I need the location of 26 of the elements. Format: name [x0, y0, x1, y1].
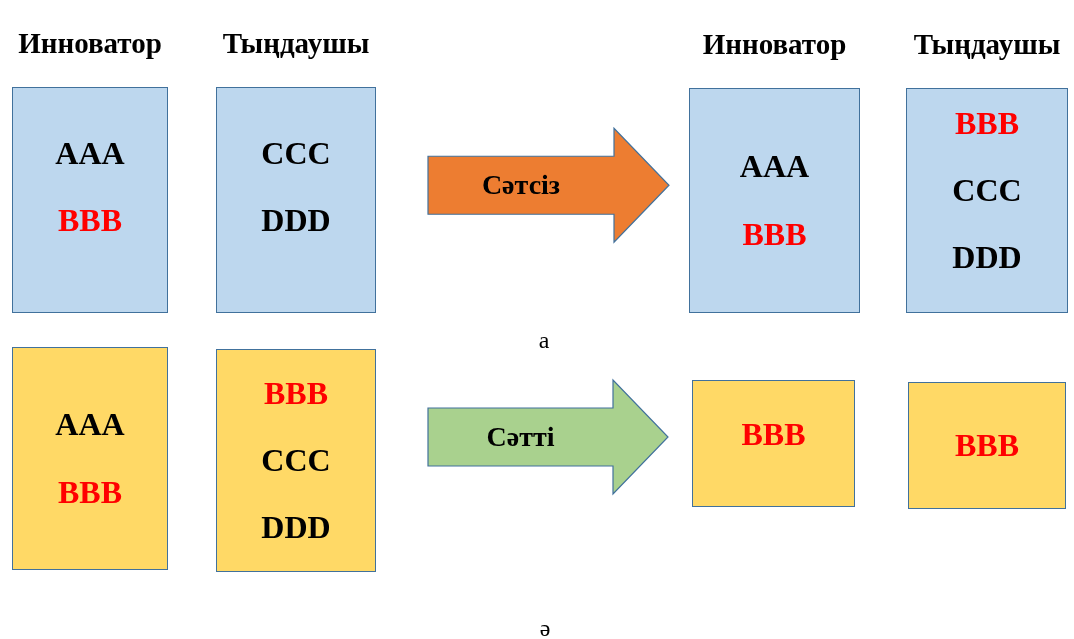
panel-label: ә	[539, 614, 551, 639]
item-text: BBB	[58, 474, 122, 510]
item-text: DDD	[261, 203, 331, 239]
column-heading: Тыңдаушы	[913, 26, 1061, 62]
block-arrow	[427, 126, 670, 244]
item-text: DDD	[261, 510, 331, 546]
column-heading: Инноватор	[702, 26, 847, 62]
column-heading: Инноватор	[18, 25, 162, 61]
item-text: BBB	[955, 105, 1019, 141]
item-text: BBB	[741, 416, 806, 453]
item-text: AAA	[739, 149, 810, 185]
block-arrow	[427, 378, 669, 496]
item-text: CCC	[261, 135, 331, 171]
item-text: BBB	[58, 203, 122, 239]
edge-label: Сәтті	[486, 421, 555, 453]
item-text: BBB	[742, 216, 807, 252]
panel-label: а	[538, 326, 550, 354]
item-text: CCC	[261, 442, 331, 479]
item-text: DDD	[952, 240, 1022, 276]
item-text: BBB	[955, 427, 1019, 464]
column-heading: Тыңдаушы	[222, 25, 370, 61]
edge-label: Сәтсіз	[481, 169, 561, 202]
item-text: AAA	[55, 407, 125, 443]
item-text: BBB	[264, 375, 328, 411]
item-text: CCC	[952, 172, 1022, 209]
item-text: AAA	[55, 135, 125, 171]
